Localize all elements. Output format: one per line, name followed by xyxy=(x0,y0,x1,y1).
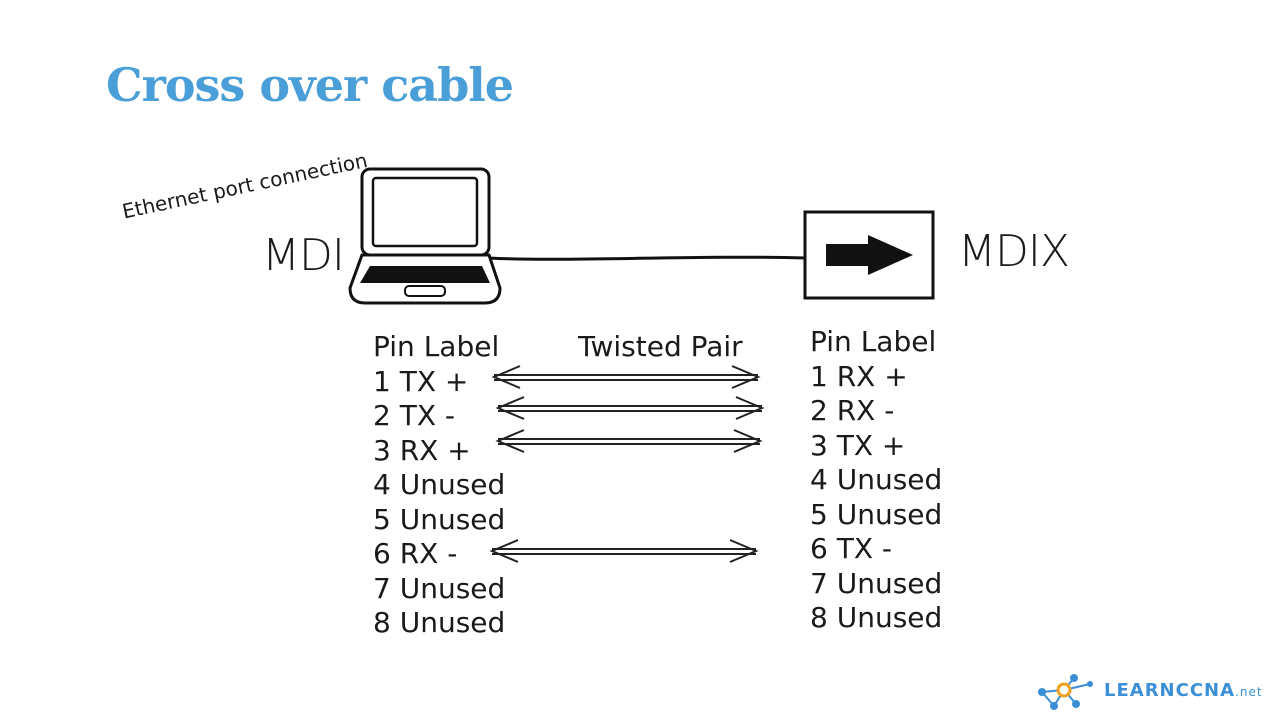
mdi-label: MDI xyxy=(262,230,345,281)
pin-row: 4 Unused xyxy=(373,468,506,501)
laptop-icon xyxy=(348,167,502,305)
twisted-pair-label: Twisted Pair xyxy=(578,330,743,363)
page-title: Cross over cable xyxy=(106,58,514,112)
pin-row: 1 RX + xyxy=(810,359,908,393)
pin-row: 4 Unused xyxy=(810,463,943,496)
pin-row: 2 TX - xyxy=(373,399,456,432)
pin-row: 3 TX + xyxy=(810,428,906,462)
pin-row: 7 Unused xyxy=(373,571,506,605)
mdi-pin-table: Pin Label 1 TX + 2 TX - 3 RX + 4 Unused … xyxy=(373,330,505,641)
learnccna-logo-text: LEARNCCNA.net xyxy=(1104,680,1263,701)
pin-row: 5 Unused xyxy=(373,502,506,536)
mdix-pin-table: Pin Label 1 RX + 2 RX - 3 TX + 4 Unused … xyxy=(810,325,942,636)
pin-row: 6 RX - xyxy=(373,537,458,570)
arrow-pin3 xyxy=(495,429,763,453)
arrow-pin1 xyxy=(491,365,761,389)
arrow-pin2 xyxy=(495,396,765,420)
cable-line xyxy=(488,255,806,261)
pin-row: 5 Unused xyxy=(810,497,943,531)
logo-suffix-text: .net xyxy=(1235,685,1263,699)
pin-row: 3 RX + xyxy=(373,433,471,467)
pin-row: 8 Unused xyxy=(810,601,943,634)
pin-table-header: Pin Label xyxy=(810,325,937,358)
logo-main-text: LEARNCCNA xyxy=(1104,680,1236,701)
pin-row: 8 Unused xyxy=(373,606,506,639)
pin-row: 6 TX - xyxy=(810,532,893,565)
arrow-pin6 xyxy=(489,539,759,563)
pin-row: 1 TX + xyxy=(373,364,469,398)
pin-row: 7 Unused xyxy=(810,566,943,600)
pin-table-header: Pin Label xyxy=(373,330,500,363)
switch-icon xyxy=(803,210,935,300)
mdix-label: MDIX xyxy=(958,226,1070,277)
learnccna-logo-icon xyxy=(1038,674,1093,710)
pin-row: 2 RX - xyxy=(810,394,895,427)
pair-arrows xyxy=(489,365,765,563)
